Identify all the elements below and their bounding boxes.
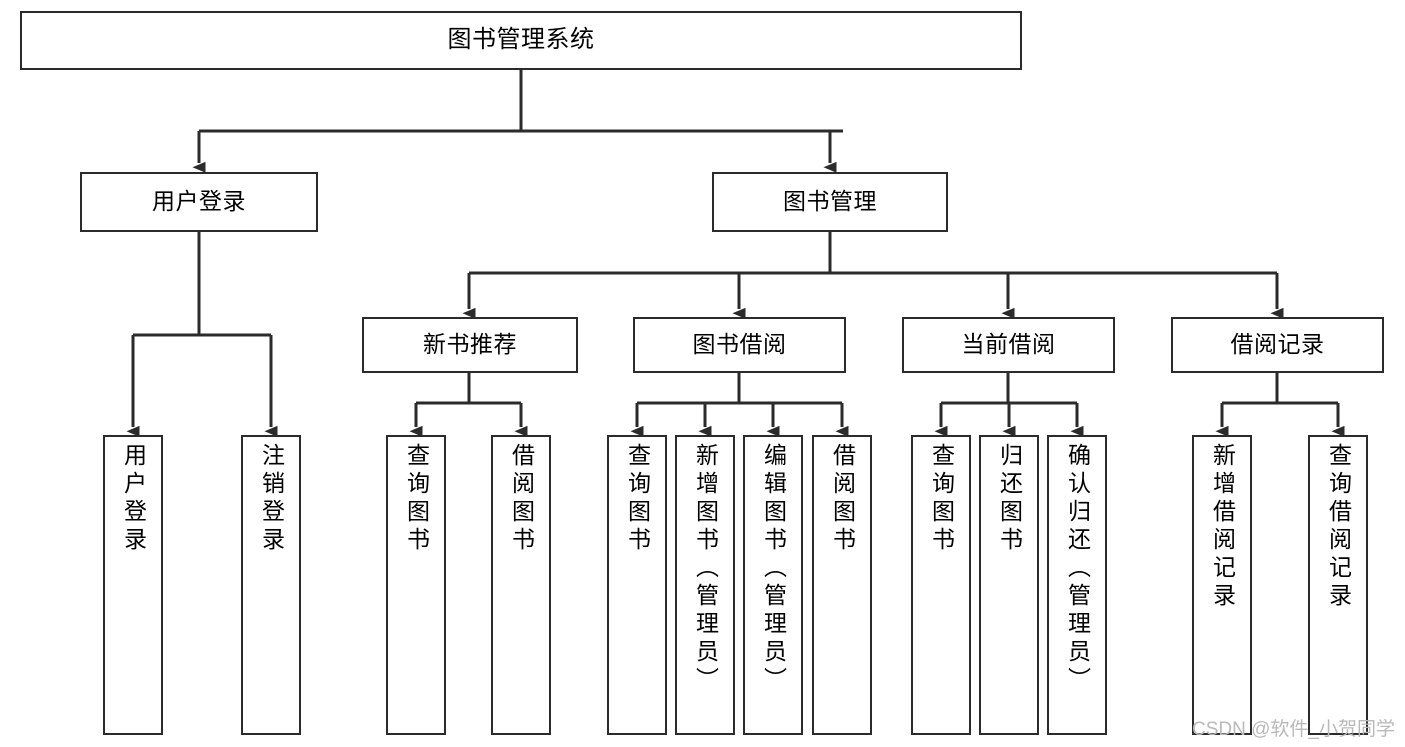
leaf-record-query-borrow-record[interactable]: 查询借阅记录	[1308, 435, 1368, 735]
leaf-user-login-logout[interactable]: 注销登录	[241, 435, 301, 735]
node-label: 图书管理系统	[447, 26, 595, 54]
node-label: 当前借阅	[961, 331, 1056, 358]
leaf-borrow-add-book-admin[interactable]: 新增图书（管理员）	[675, 435, 735, 735]
node-label: 新增图书（管理员）	[692, 443, 719, 695]
node-label: 新书推荐	[423, 331, 517, 358]
node-label: 用户登录	[152, 188, 246, 215]
leaf-borrow-edit-book-admin[interactable]: 编辑图书（管理员）	[743, 435, 803, 735]
leaf-new-book-query-book[interactable]: 查询图书	[386, 435, 446, 735]
leaf-record-add-borrow-record[interactable]: 新增借阅记录	[1192, 435, 1252, 735]
node-label: 借阅图书	[829, 443, 856, 555]
node-label: 借阅图书	[508, 443, 535, 555]
node-user-login[interactable]: 用户登录	[80, 172, 318, 232]
node-book-management[interactable]: 图书管理	[712, 172, 948, 232]
node-new-book-recommendation[interactable]: 新书推荐	[362, 317, 578, 373]
node-label: 新增借阅记录	[1209, 443, 1236, 611]
leaf-current-query-book[interactable]: 查询图书	[911, 435, 971, 735]
leaf-new-book-borrow-book[interactable]: 借阅图书	[491, 435, 551, 735]
node-label: 查询借阅记录	[1325, 443, 1352, 611]
leaf-borrow-query-book[interactable]: 查询图书	[607, 435, 667, 735]
node-label: 编辑图书（管理员）	[760, 443, 787, 695]
node-label: 图书管理	[783, 188, 877, 215]
node-label: 注销登录	[258, 443, 285, 555]
node-borrowing-record[interactable]: 借阅记录	[1171, 317, 1384, 373]
node-label: 确认归还（管理员）	[1064, 443, 1091, 695]
leaf-borrow-borrow-book[interactable]: 借阅图书	[812, 435, 872, 735]
node-label: 归还图书	[996, 443, 1023, 555]
leaf-current-confirm-return-admin[interactable]: 确认归还（管理员）	[1047, 435, 1107, 735]
csdn-watermark: CSDN @软件_小贺同学	[1192, 719, 1395, 740]
leaf-current-return-book[interactable]: 归还图书	[979, 435, 1039, 735]
node-current-borrowing[interactable]: 当前借阅	[902, 317, 1115, 373]
node-label: 借阅记录	[1230, 331, 1325, 358]
node-label: 查询图书	[403, 443, 430, 555]
node-book-borrowing[interactable]: 图书借阅	[633, 317, 846, 373]
leaf-user-login-login[interactable]: 用户登录	[103, 435, 163, 735]
node-label: 图书借阅	[692, 331, 787, 358]
node-root-book-management-system[interactable]: 图书管理系统	[20, 11, 1022, 70]
node-label: 查询图书	[928, 443, 955, 555]
node-label: 查询图书	[624, 443, 651, 555]
node-label: 用户登录	[120, 443, 147, 555]
